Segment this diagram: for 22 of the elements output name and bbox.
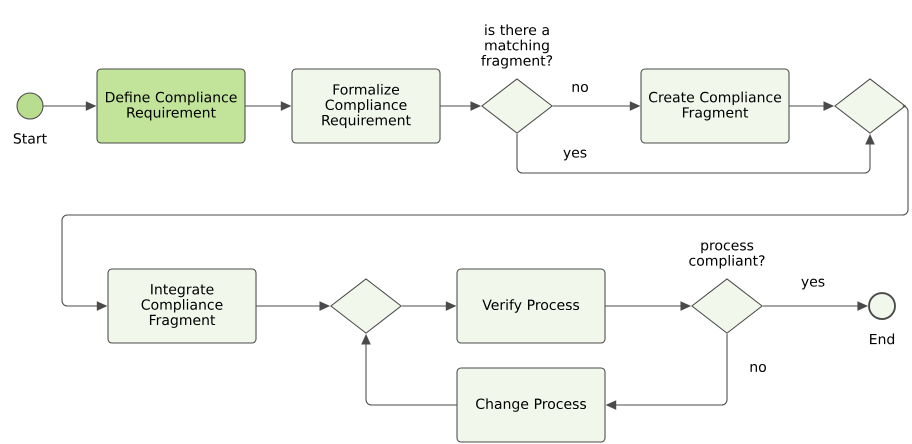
event-circle [16,92,44,120]
process-box: Formalize Compliance Requirement [291,68,441,144]
node-caption: End [870,334,894,344]
edge-label: yes [562,148,588,162]
gateway-diamond [834,78,906,134]
node-caption: process compliant? [689,242,764,269]
arrow [516,134,875,174]
arrow [61,105,909,311]
process-box: Create Compliance Fragment [640,68,790,144]
node-caption: is there a matching fragment? [481,24,552,69]
node-caption: Start [14,133,47,144]
process-box: Verify Process [456,268,606,344]
process-box: Define Compliance Requirement [96,68,246,144]
edge-label: yes [800,277,826,291]
gateway-diamond [691,278,763,334]
process-box: Change Process [456,367,606,443]
edge-label: no [748,362,768,374]
gateway-diamond [330,278,402,334]
edge-label: no [570,82,590,94]
process-box: Integrate Compliance Fragment [107,268,257,344]
event-circle [868,292,896,320]
gateway-diamond [481,78,553,134]
